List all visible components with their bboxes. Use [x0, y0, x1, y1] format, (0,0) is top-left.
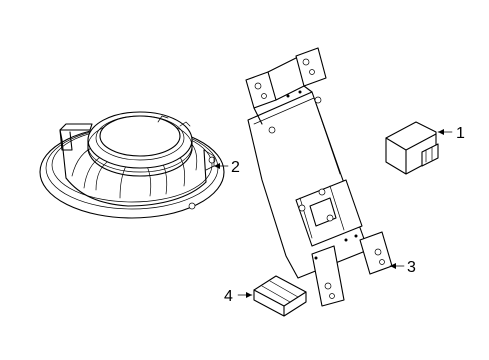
callout-2-label: 2: [231, 159, 240, 176]
module-part: [385, 121, 439, 175]
callout-1: 1: [437, 125, 465, 142]
callout-4: 4: [224, 288, 253, 305]
connector-part: [253, 275, 307, 317]
callout-1-label: 1: [456, 125, 465, 142]
bracket-part: [245, 47, 393, 307]
callout-3: 3: [389, 259, 416, 276]
callout-4-label: 4: [224, 288, 233, 305]
callout-3-label: 3: [407, 259, 416, 276]
speaker-part: [39, 111, 225, 219]
callout-2: 2: [213, 159, 240, 176]
